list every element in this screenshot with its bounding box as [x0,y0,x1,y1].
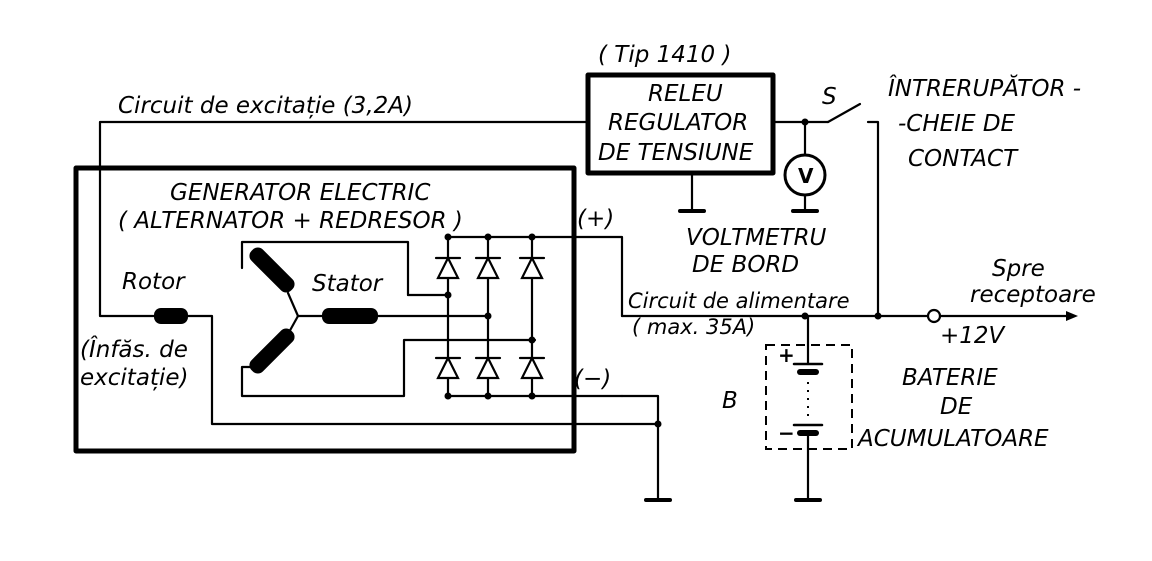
voltmeter-label-line1: VOLTMETRU [686,225,827,251]
excitation-wire [98,120,590,318]
diode-lower-3 [518,355,546,380]
relay-label-line3: DE TENSIUNE [598,140,754,166]
receivers-arrow [938,311,1078,321]
battery-label-line1: BATERIE [902,365,998,391]
winding-label-line2: excitație) [80,365,188,391]
relay-ground-symbol [678,171,706,213]
voltmeter [783,120,827,213]
diode-lower-1 [434,355,462,380]
receivers-label-line1: Spre [992,256,1045,282]
generator-ground [620,394,672,502]
supply-circuit-label-line2: ( max. 35A) [632,315,755,339]
voltage-label: +12V [940,323,1007,349]
switch-label-line2: -CHEIE DE [898,111,1016,137]
rectifier-bridge [434,233,624,400]
rotor-winding [154,308,660,426]
battery-minus-label: − [778,421,795,445]
stator-label: Stator [312,271,384,297]
battery [765,314,853,502]
battery-plus-label: + [778,343,795,367]
switch-label-line1: ÎNTRERUPĂTOR - [888,74,1081,102]
diode-upper-2 [474,255,502,280]
battery-label-line2: DE [940,394,973,420]
winding-label-line1: (Înfăs. de [80,335,188,363]
junction-dot [801,312,809,320]
excitation-circuit-label: Circuit de excitație (3,2A) [118,93,413,119]
generator-label-line1: GENERATOR ELECTRIC [170,180,430,206]
receivers-terminal [926,308,942,324]
switch-label-line3: CONTACT [908,146,1019,172]
relay-regulator-box [585,72,776,176]
battery-label-line3: ACUMULATOARE [856,426,1049,452]
switch-s-label: S [822,84,837,110]
voltmeter-label-line2: DE BORD [692,252,799,278]
ignition-switch[interactable] [826,102,880,318]
diode-upper-3 [518,255,546,280]
receivers-label-line2: receptoare [970,282,1096,308]
generator-label-line2: ( ALTERNATOR + REDRESOR ) [118,208,463,234]
diode-lower-2 [474,355,502,380]
battery-letter-label: B [722,388,738,414]
voltmeter-symbol: V [798,164,814,188]
relay-type-label: ( Tip 1410 ) [598,42,731,68]
relay-label-line2: REGULATOR [608,110,748,136]
minus-terminal-label: (−) [574,366,611,392]
diode-upper-1 [434,255,462,280]
plus-terminal-label: (+) [577,206,614,232]
generator-box [73,165,577,454]
supply-circuit-label-line1: Circuit de alimentare [628,289,850,313]
relay-label-line1: RELEU [648,81,723,107]
rotor-label: Rotor [122,269,186,295]
stator-windings [240,240,537,398]
junction-dot [874,312,882,320]
